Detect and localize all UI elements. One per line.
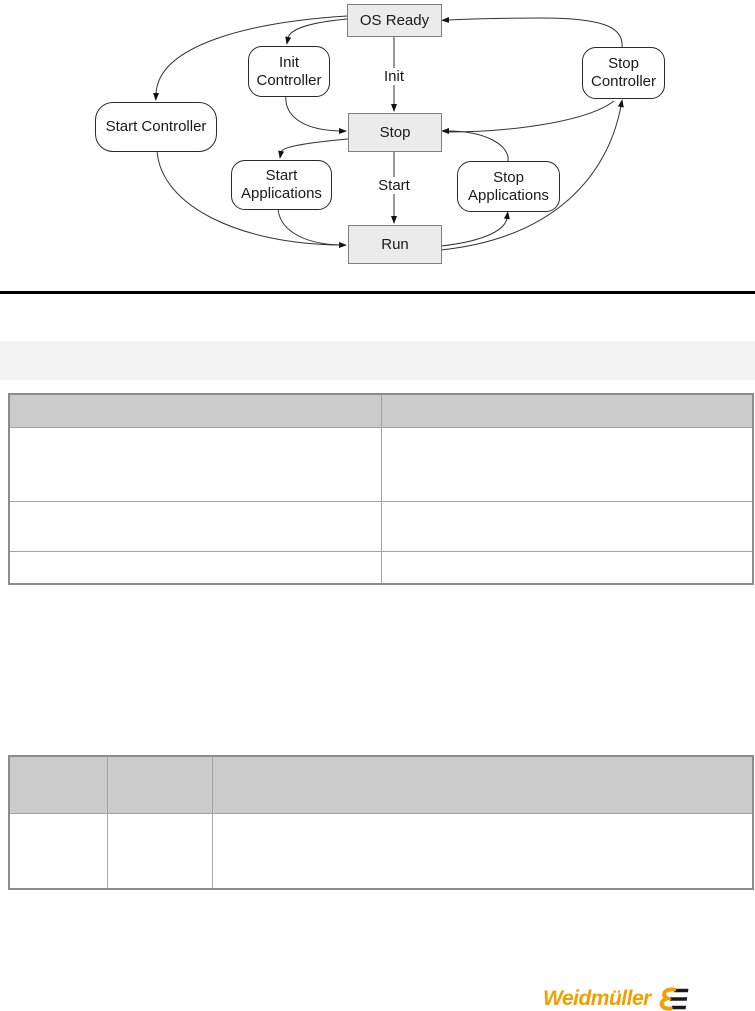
horizontal-rule [0, 291, 755, 294]
table-header-row [8, 393, 754, 428]
table2-cell [211, 812, 754, 890]
action-start-applications: Start Applications [231, 160, 332, 210]
table1-cell [380, 550, 754, 585]
action-stop-applications: Stop Applications [457, 161, 560, 212]
state-diagram: OS Ready Init Controller Stop Controller… [0, 0, 755, 285]
edge-label-init: Init [380, 68, 408, 85]
weidmueller-logo-text: Weidmüller [543, 987, 651, 1010]
table1-cell [380, 426, 754, 502]
table-row [8, 500, 754, 552]
section-band [0, 341, 755, 380]
edge-startapplications-to-run [277, 207, 342, 246]
edge-label-start: Start [375, 177, 413, 194]
edge-stopapplications-to-stop [441, 128, 509, 162]
weidmueller-logo-mark-icon [659, 987, 689, 1011]
edge-stop-to-startapplications [278, 138, 349, 159]
table1-cell [8, 500, 382, 552]
action-start-controller: Start Controller [95, 102, 217, 152]
edge-run-to-stopapplications [440, 211, 510, 247]
table-row [8, 550, 754, 585]
edge-stopcontroller-to-osready [441, 16, 623, 48]
edge-osready-to-initcontroller [285, 18, 348, 45]
table1-header-cell-0 [8, 393, 382, 428]
table2-cell [106, 812, 213, 890]
edge-startcontroller-to-run [156, 149, 347, 248]
table2-cell [8, 812, 108, 890]
table1-cell [380, 500, 754, 552]
table-row [8, 812, 754, 890]
edge-run-to-stopcontroller [440, 99, 624, 251]
table1-header-cell-1 [380, 393, 754, 428]
state-stop: Stop [348, 113, 442, 152]
edge-osready-to-startcontroller [153, 15, 348, 101]
spec-table-2 [8, 755, 754, 890]
table-header-row [8, 755, 754, 814]
table1-cell [8, 550, 382, 585]
table2-header-cell-0 [8, 755, 108, 814]
table-row [8, 426, 754, 502]
table2-header-cell-2 [211, 755, 754, 814]
table2-header-cell-1 [106, 755, 213, 814]
state-os-ready: OS Ready [347, 4, 442, 37]
table1-cell [8, 426, 382, 502]
state-run: Run [348, 225, 442, 264]
action-stop-controller: Stop Controller [582, 47, 665, 99]
spec-table-1 [8, 393, 754, 585]
action-init-controller: Init Controller [248, 46, 330, 97]
weidmueller-logo: Weidmüller [543, 987, 689, 1011]
edge-initcontroller-to-stop [285, 94, 347, 134]
edge-stopcontroller-to-stop [448, 100, 615, 133]
transition-arrows [153, 15, 624, 251]
